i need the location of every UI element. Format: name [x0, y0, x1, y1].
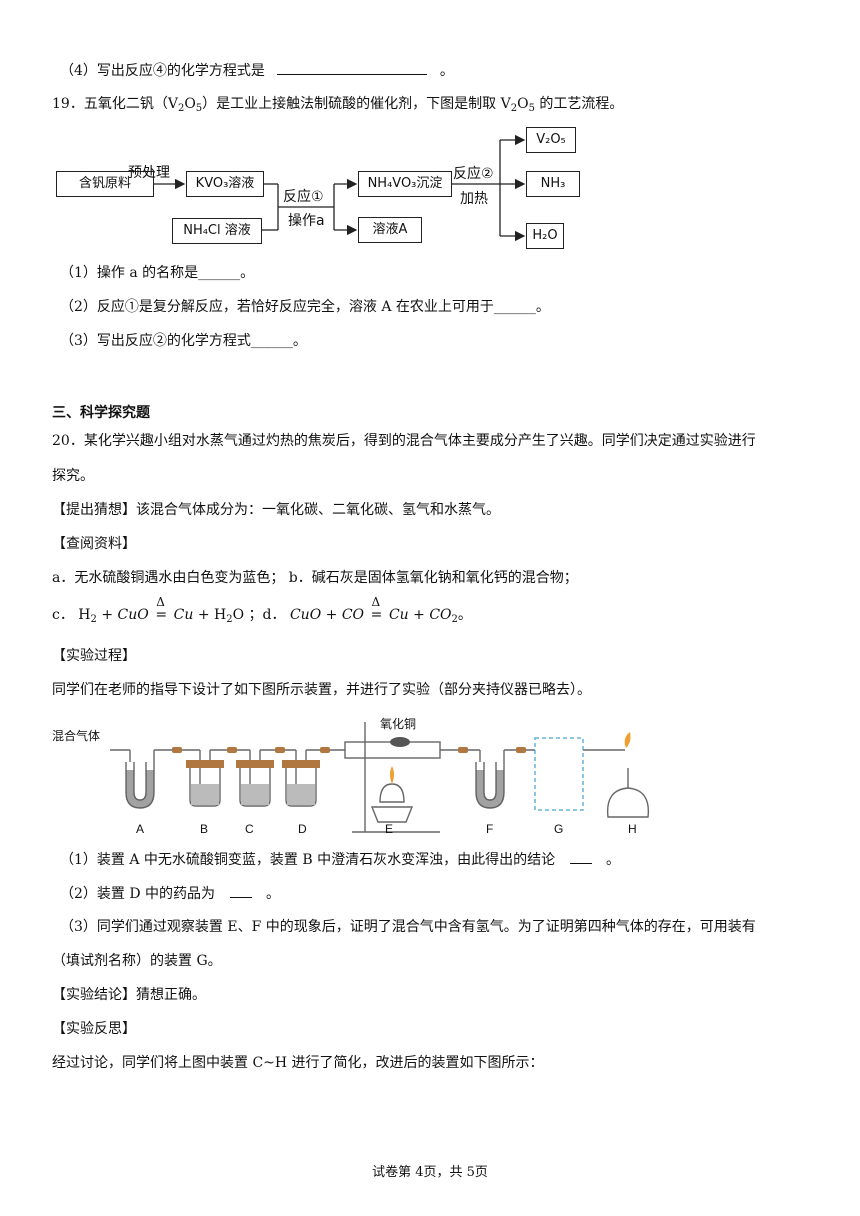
copper-oxide-label: 氧化铜 [380, 717, 417, 731]
flow-reaction1-label: 反应① [283, 189, 324, 205]
q20-stem-line2: 探究。 [52, 468, 94, 484]
answer-blank[interactable] [229, 883, 252, 898]
label-e: E [385, 822, 394, 836]
label-c: C [245, 822, 254, 836]
heat-delta-2: Δ [371, 595, 381, 609]
q20-part3-cont: （填试剂名称）的装置 G。 [52, 953, 222, 969]
q20-info-a: a．无水硫酸铜遇水由白色变为蓝色； b．碱石灰是固体氢氧化钠和氧化钙的混合物； [52, 570, 578, 586]
apparatus-svg [110, 722, 650, 833]
label-h: H [628, 822, 637, 836]
q20-part1: （1）装置 A 中无水硫酸铜变蓝，装置 B 中澄清石灰水变浑浊，由此得出的结论 … [60, 849, 620, 870]
q19-part1: （1）操作 a 的名称是______。 [60, 265, 255, 281]
page-footer: 试卷第 4页，共 5页 [372, 1165, 488, 1180]
q20-part3: （3）同学们通过观察装置 E、F 中的现象后，证明了混合气中含有氢气。为了证明第… [60, 919, 756, 935]
answer-blank[interactable] [569, 849, 592, 864]
section-title: 三、科学探究题 [52, 405, 150, 421]
q20-equations: c． H2 + CuO Δ= Cu + H2O ；d． CuO + CO Δ= … [52, 595, 472, 630]
flow-nh4cl: NH₄Cl 溶液 [172, 218, 262, 244]
flow-nh3: NH₃ [526, 171, 580, 197]
flow-arrows [154, 134, 526, 242]
q20-part2: （2）装置 D 中的药品为 。 [60, 883, 280, 904]
q19-part3: （3）写出反应②的化学方程式______。 [60, 333, 307, 349]
q20-process-title: 【实验过程】 [52, 648, 136, 664]
q19-stem: 19．五氧化二钒（V2O5）是工业上接触法制硫酸的催化剂，下图是制取 V2O5 … [52, 96, 624, 114]
q20-guess: 【提出猜想】该混合气体成分为：一氧化碳、二氧化碳、氢气和水蒸气。 [52, 502, 500, 518]
answer-blank[interactable] [277, 60, 428, 75]
q18-part4: （4）写出反应④的化学方程式是 。 [60, 60, 454, 81]
flow-h2o: H₂O [526, 223, 564, 249]
flow-solution-a: 溶液A [358, 217, 422, 243]
flow-pretreat-label: 预处理 [128, 165, 170, 181]
label-g: G [554, 822, 564, 836]
label-b: B [200, 822, 209, 836]
mixed-gas-label: 混合气体 [52, 729, 101, 743]
flow-reaction2-label: 反应② [453, 166, 494, 182]
q20-conclusion: 【实验结论】猜想正确。 [52, 987, 206, 1003]
flow-heat-label: 加热 [460, 191, 488, 207]
q20-lookup-title: 【查阅资料】 [52, 536, 136, 552]
heat-delta-1: Δ [156, 595, 165, 609]
flow-nh4vo3: NH₄VO₃沉淀 [358, 171, 452, 197]
label-d: D [298, 822, 307, 836]
q20-reflect-title: 【实验反思】 [52, 1021, 136, 1037]
q20-stem-line1: 20．某化学兴趣小组对水蒸气通过灼热的焦炭后，得到的混合气体主要成分产生了兴趣。… [52, 433, 756, 449]
q19-part2: （2）反应①是复分解反应，若恰好反应完全，溶液 A 在农业上可用于______。 [60, 299, 550, 315]
flow-kvo3: KVO₃溶液 [186, 171, 264, 197]
q20-reflect-text: 经过讨论，同学们将上图中装置 C~H 进行了简化，改进后的装置如下图所示： [52, 1055, 544, 1071]
flow-raw-material: 含钒原料 [56, 171, 154, 197]
q20-process-text: 同学们在老师的指导下设计了如下图所示装置，并进行了实验（部分夹持仪器已略去）。 [52, 682, 591, 698]
flow-op-a-label: 操作a [288, 213, 325, 229]
label-f: F [486, 822, 494, 836]
label-a: A [136, 822, 145, 836]
flow-v2o5: V₂O₅ [526, 127, 576, 153]
